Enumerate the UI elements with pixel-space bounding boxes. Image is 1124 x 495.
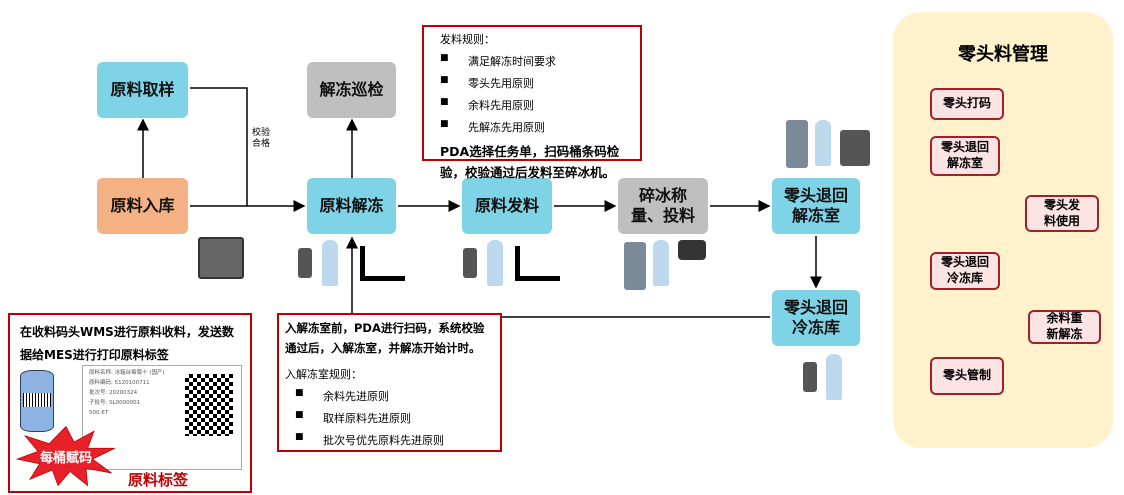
burst-icon [15, 425, 115, 487]
barrel-icon [20, 370, 54, 432]
thaw-rules-title: 入解冻室规则： [285, 368, 362, 382]
pda-icon [803, 362, 817, 392]
label-caption: 原料标签 [128, 471, 189, 489]
node-issue: 原料发料 [462, 178, 552, 234]
worker-icon [322, 240, 338, 286]
rule-item: ■余料先进原则 [295, 388, 389, 404]
panel-item: 零头发料使用 [1025, 195, 1099, 232]
rule-item: ■满足解冻时间要求 [440, 53, 556, 68]
node-sample: 原料取样 [97, 62, 188, 118]
rule-item: ■先解冻先用原则 [440, 119, 545, 134]
rule-item: ■批次号优先原料先进原则 [295, 432, 444, 448]
node-crush: 碎冰称量、投料 [618, 178, 708, 234]
panel-item: 零头管制 [930, 357, 1004, 395]
worker-icon [653, 240, 669, 286]
worker-icon [487, 240, 503, 286]
rule-item: ■余料先用原则 [440, 97, 534, 112]
issue-rules-title: 发料规则： [440, 33, 495, 46]
scrap-panel-title: 零头料管理 [958, 44, 1048, 65]
worker-icon [815, 120, 831, 166]
rule-item: ■取样原料先进原则 [295, 410, 411, 426]
worker-icon [826, 354, 842, 400]
scanner-icon [678, 240, 706, 260]
thaw-note: 入解冻室前，PDA进行扫码，系统校验通过后，入解冻室，并解冻开始计时。 [285, 321, 485, 355]
node-return-freeze: 零头退回冷冻库 [772, 290, 860, 346]
printer-icon [198, 237, 244, 279]
thaw-rules-box: 入解冻室前，PDA进行扫码，系统校验通过后，入解冻室，并解冻开始计时。 入解冻室… [277, 313, 502, 452]
pda-icon [463, 248, 477, 278]
kiosk-icon [624, 242, 646, 290]
pda-icon [298, 248, 312, 278]
panel-item: 零头打码 [930, 88, 1004, 120]
panel-item: 零头退回冷冻库 [930, 252, 1000, 290]
qr-code-icon [185, 374, 233, 436]
forklift-icon [360, 246, 405, 281]
issue-rules-box: 发料规则： ■满足解冻时间要求 ■零头先用原则 ■余料先用原则 ■先解冻先用原则… [422, 25, 642, 180]
node-inspect: 解冻巡检 [307, 62, 396, 118]
label-note: 在收料码头WMS进行原料收料，发送数据给MES进行打印原料标签 [20, 325, 234, 362]
issue-note: PDA选择任务单，扫码桶条码检验，校验通过后发料至碎冰机。 [440, 144, 620, 181]
panel-item: 余料重新解冻 [1028, 310, 1101, 344]
label-box: 在收料码头WMS进行原料收料，发送数据给MES进行打印原料标签 原料名称: 冰箱… [8, 313, 252, 493]
node-thaw: 原料解冻 [307, 178, 396, 234]
rule-item: ■零头先用原则 [440, 75, 534, 90]
burst-label: 每桶赋码 [40, 451, 93, 466]
printer-icon [840, 130, 870, 166]
node-inbound: 原料入库 [97, 178, 188, 234]
node-return-thaw: 零头退回解冻室 [772, 178, 860, 234]
edge-label-pass: 校验 合格 [252, 128, 271, 149]
kiosk-icon [786, 120, 808, 168]
panel-item: 零头退回解冻室 [930, 136, 1000, 176]
forklift-icon [515, 246, 560, 281]
